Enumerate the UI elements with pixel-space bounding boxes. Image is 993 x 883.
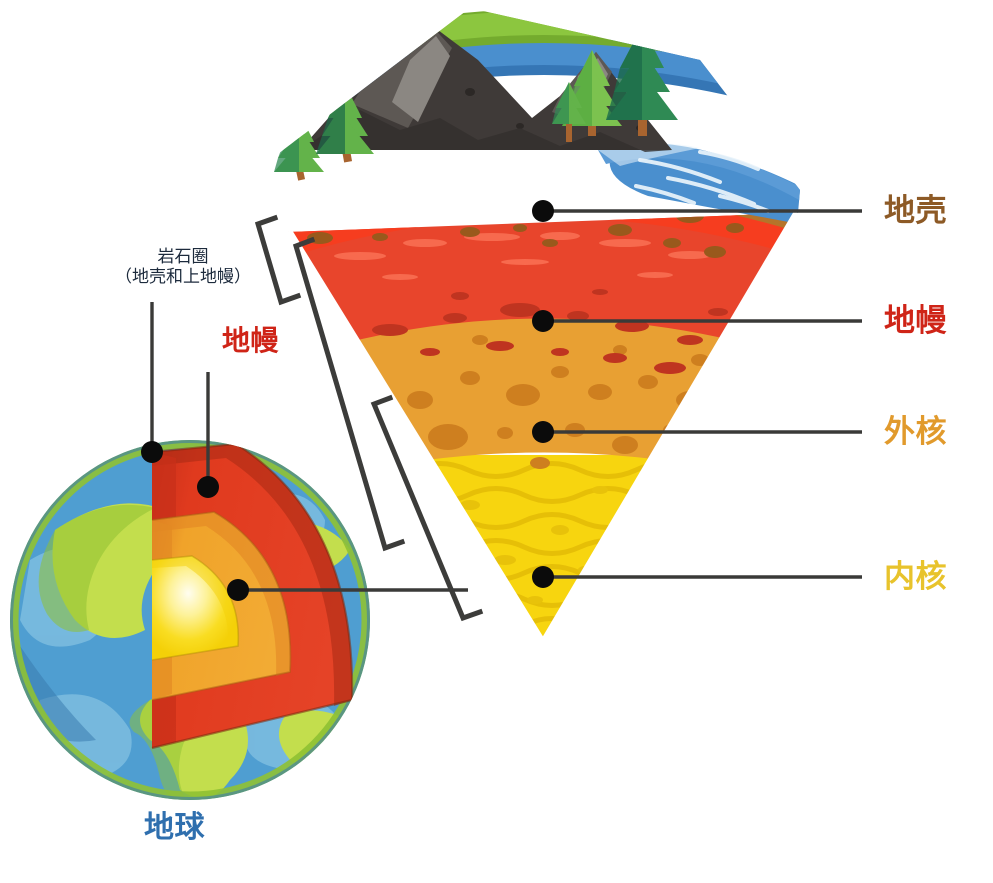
label-inner-core: 内核 (884, 559, 947, 594)
wedge-mantle (288, 213, 798, 374)
outer-core-dot (532, 421, 554, 443)
label-lithosphere-line2: （地壳和上地幔） (115, 267, 251, 287)
bracket-group (254, 214, 484, 622)
label-earth: 地球 (144, 811, 205, 844)
leader-lines (150, 209, 862, 592)
globe-core-dot (227, 579, 249, 601)
label-crust: 地壳 (884, 193, 947, 228)
mantle-bracket (292, 236, 406, 552)
globe-cutaway (10, 440, 370, 800)
label-outer-core: 外核 (884, 414, 947, 449)
label-lithosphere: 岩石圈 （地壳和上地幔） (78, 247, 288, 287)
core-bracket (370, 394, 484, 622)
mantle-dot (532, 310, 554, 332)
ocean-body (598, 143, 800, 225)
pine-tree (606, 26, 678, 136)
label-mantle-left: 地幔 (222, 325, 280, 356)
wedge-outline (284, 210, 802, 650)
globe-mantle-dot (197, 476, 219, 498)
inner-core-dot (532, 566, 554, 588)
globe-crust-dot (141, 441, 163, 463)
crust-dot (532, 200, 554, 222)
leader-dots (141, 200, 554, 601)
lithosphere-bracket (254, 214, 302, 306)
label-mantle: 地幔 (884, 303, 947, 338)
pine-tree (552, 82, 586, 142)
globe-cutaway-wedge (151, 442, 354, 750)
label-lithosphere-line1: 岩石圈 (157, 247, 209, 266)
